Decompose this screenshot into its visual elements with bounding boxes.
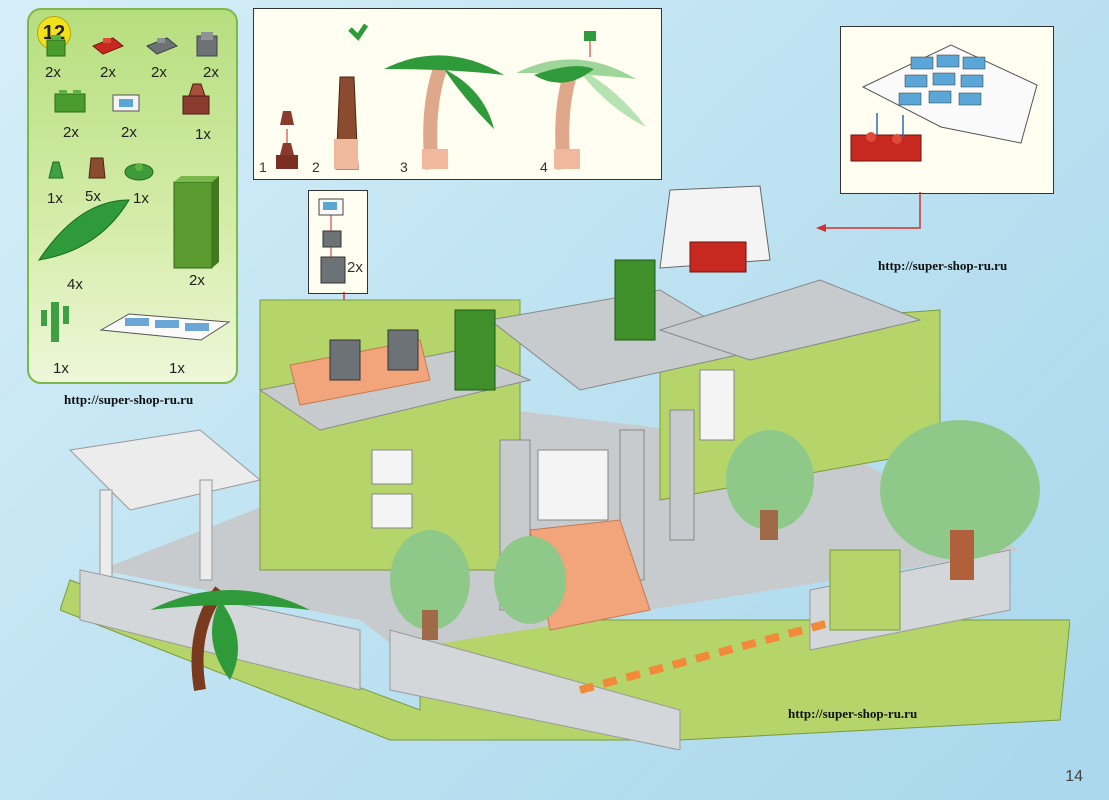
tree-far-right-icon — [880, 420, 1040, 580]
palm-step-3-icon — [384, 55, 504, 170]
subassembly-qty: 2x — [347, 259, 363, 276]
green-brick-tall-icon — [173, 176, 219, 269]
qty-label: 1x — [47, 190, 63, 207]
seat-illustration — [318, 198, 346, 284]
palm-step-1-icon — [276, 111, 298, 169]
brown-pot-icon — [182, 83, 210, 115]
printed-tile-icon — [112, 94, 140, 112]
tree-left-icon — [390, 530, 470, 640]
palm-tree-illustrations — [276, 23, 646, 170]
billboard-inset — [840, 26, 1054, 194]
cactus-icon — [41, 302, 69, 342]
palm-step-number: 4 — [540, 159, 548, 175]
main-model-illustration — [60, 185, 1070, 750]
site-url: http://super-shop-ru.ru — [878, 258, 1008, 273]
qty-label: 2x — [121, 124, 137, 141]
green-brick-1x1-icon — [46, 35, 66, 57]
seat-subassembly-inset: 2x — [308, 190, 368, 294]
qty-label: 2x — [151, 64, 167, 81]
qty-label: 1x — [195, 126, 211, 143]
tree-middle-icon — [494, 536, 566, 624]
qty-label: 1x — [53, 360, 69, 377]
qty-label: 2x — [189, 272, 205, 289]
site-url: http://super-shop-ru.ru — [64, 392, 194, 407]
gray-plate-icon — [146, 37, 178, 55]
qty-label: 2x — [203, 64, 219, 81]
green-brick-1x2-icon — [54, 90, 86, 113]
billboard-illustration — [850, 44, 1038, 162]
palm-step-number: 1 — [259, 159, 267, 175]
qty-label: 5x — [85, 188, 101, 205]
parts-list-panel: 12 2x 2x 2x 2x 2x 2x 1x 1x 5x 1x 4x 2x 1… — [27, 8, 238, 384]
brown-palm-trunk-icon — [88, 157, 106, 179]
palm-step-number: 3 — [400, 159, 408, 175]
sticker-sheet-icon — [99, 313, 231, 341]
green-round-plate-icon — [124, 163, 154, 181]
qty-label: 2x — [63, 124, 79, 141]
connector-arrow — [816, 192, 921, 232]
page-number: 14 — [1065, 768, 1083, 785]
palm-tree-front-icon — [150, 586, 310, 691]
qty-label: 4x — [67, 276, 83, 293]
palm-step-4-icon — [516, 31, 646, 170]
qty-label: 2x — [45, 64, 61, 81]
red-plate-icon — [92, 37, 124, 55]
green-cone-icon — [48, 161, 64, 179]
qty-label: 1x — [133, 190, 149, 207]
site-url: http://super-shop-ru.ru — [788, 706, 918, 721]
palm-step-2-icon — [334, 23, 369, 170]
palm-step-number: 2 — [312, 159, 320, 175]
palm-tree-steps-inset: 1 2 3 4 — [253, 8, 662, 180]
tree-right-icon — [726, 430, 814, 540]
qty-label: 1x — [169, 360, 185, 377]
parts-illustrations — [37, 32, 231, 342]
red-plate-icon — [850, 132, 922, 162]
qty-label: 2x — [100, 64, 116, 81]
gray-bracket-icon — [196, 32, 218, 57]
palm-leaf-icon — [37, 199, 130, 261]
